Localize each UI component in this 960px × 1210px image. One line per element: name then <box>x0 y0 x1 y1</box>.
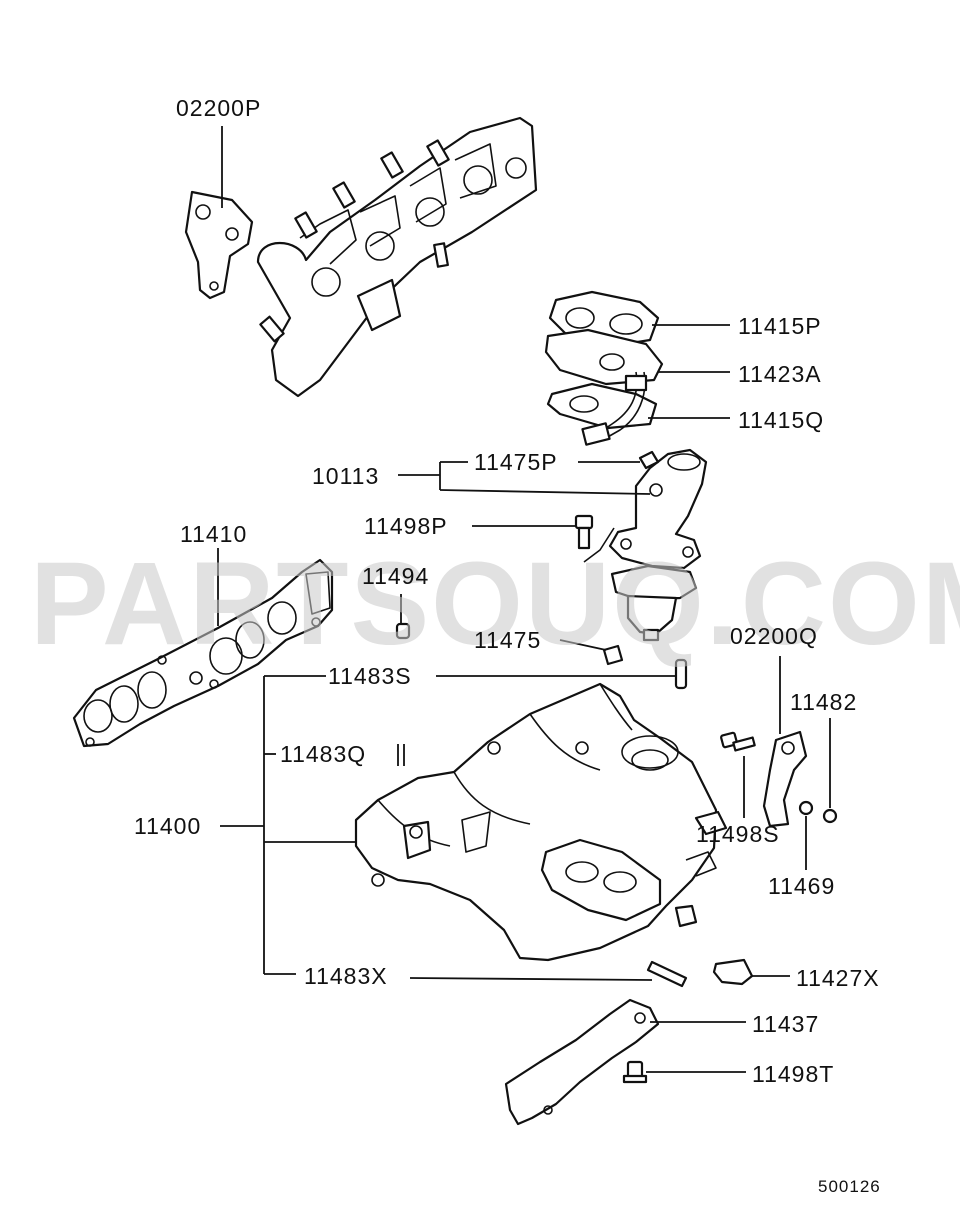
washer-part[interactable] <box>798 800 814 816</box>
stud-x-part[interactable] <box>646 960 688 988</box>
callout-11483X[interactable]: 11483X <box>304 963 388 989</box>
callout-11415P[interactable]: 11415P <box>738 313 822 339</box>
callout-11475P[interactable]: 11475P <box>474 449 558 475</box>
leader-lines <box>217 126 831 1073</box>
callout-11498T[interactable]: 11498T <box>752 1061 834 1087</box>
watermark-text: PARTSOUQ.COM <box>30 538 960 670</box>
intake-manifold-gasket[interactable] <box>72 558 334 748</box>
callout-02200Q[interactable]: 02200Q <box>730 623 818 649</box>
callout-labels: 02200P 11415P 11423A 11415Q 10113 11475P… <box>134 95 881 1196</box>
callout-11475[interactable]: 11475 <box>474 627 541 653</box>
callout-11437[interactable]: 11437 <box>752 1011 819 1037</box>
exhaust-manifold-part[interactable] <box>184 116 538 398</box>
carburetor-gasket-stack[interactable] <box>544 290 664 446</box>
callout-11498P[interactable]: 11498P <box>364 513 448 539</box>
nut-part[interactable] <box>822 808 838 824</box>
stud-part[interactable] <box>674 658 688 690</box>
plug-part[interactable] <box>602 644 624 666</box>
callout-11427X[interactable]: 11427X <box>796 965 880 991</box>
callout-11469[interactable]: 11469 <box>768 873 835 899</box>
callout-11494[interactable]: 11494 <box>362 563 429 589</box>
callout-11423A[interactable]: 11423A <box>738 361 822 387</box>
callout-11483Q[interactable]: 11483Q <box>280 741 366 767</box>
fitting-part[interactable] <box>712 958 754 986</box>
callout-11400[interactable]: 11400 <box>134 813 201 839</box>
callout-11483S[interactable]: 11483S <box>328 663 412 689</box>
callout-02200P[interactable]: 02200P <box>176 95 261 121</box>
bracket-part[interactable] <box>762 730 808 828</box>
callout-11415Q[interactable]: 11415Q <box>738 407 824 433</box>
callout-11410[interactable]: 11410 <box>180 521 247 547</box>
callout-11482[interactable]: 11482 <box>790 689 857 715</box>
pin-part[interactable] <box>397 744 405 766</box>
callout-10113[interactable]: 10113 <box>312 463 379 489</box>
drawing-number: 500126 <box>818 1177 881 1196</box>
support-bracket-part[interactable] <box>504 998 660 1126</box>
intake-manifold-part[interactable] <box>354 682 728 962</box>
callout-11498S[interactable]: 11498S <box>696 821 780 847</box>
dowel-pin-part[interactable] <box>395 622 411 640</box>
water-outlet-fitting[interactable] <box>574 448 708 642</box>
